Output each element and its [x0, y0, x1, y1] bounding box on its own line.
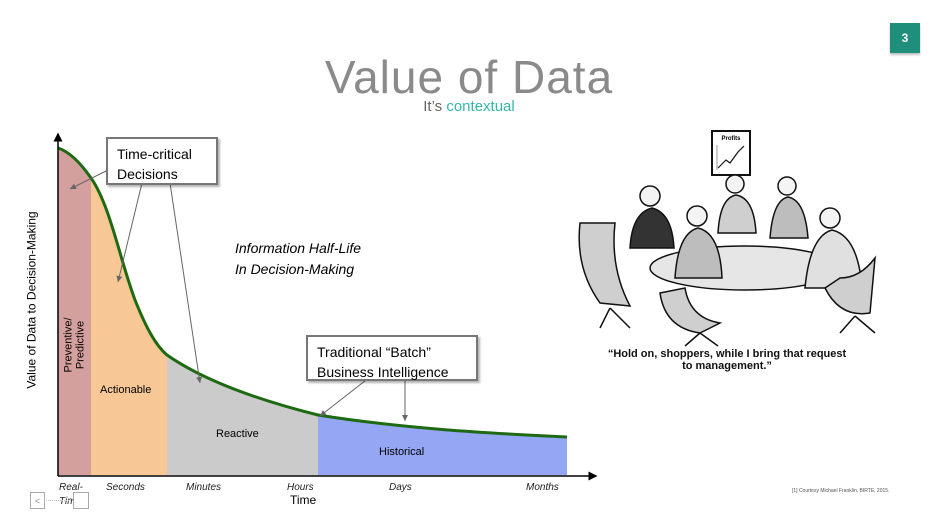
x-axis-label: Time [290, 493, 317, 507]
decay-curve [57, 146, 568, 439]
profits-sign: Profits [721, 136, 741, 142]
region-label-reactive: Reactive [216, 428, 259, 440]
tick-hours: Hours [287, 482, 314, 493]
footnote: [1] Courtesy Michael Franklin, BIRTE, 20… [792, 488, 890, 494]
region-label-preventive: Preventive/Predictive [63, 317, 87, 373]
next-slide-button[interactable] [73, 492, 89, 509]
tick-minutes: Minutes [186, 482, 222, 493]
slide-subtitle: It’s contextual [0, 98, 938, 115]
region-label-actionable: Actionable [100, 384, 152, 396]
region-preventive [58, 148, 91, 475]
subtitle-prefix: It’s [423, 98, 443, 115]
meeting-cartoon: Profits [578, 130, 876, 347]
callout-arrow [319, 376, 371, 417]
callout-arrow [169, 182, 203, 384]
page-number-badge: 3 [890, 23, 920, 53]
callout-batch-bi: Traditional “Batch”Business Intelligence [306, 335, 478, 381]
cartoon-caption: “Hold on, shoppers, while I bring that r… [607, 348, 847, 372]
y-axis-label: Value of Data to Decision-Making [25, 211, 40, 389]
tick-seconds: Seconds [106, 482, 145, 493]
callout-arrow [116, 182, 143, 283]
slide-title: Value of Data [324, 51, 614, 103]
tick-months: Months [526, 482, 559, 493]
region-actionable [91, 178, 167, 475]
slide-nav-track [44, 500, 73, 501]
tick-real-time: Real-Time [59, 482, 83, 507]
region-historical [318, 415, 567, 475]
previous-slide-button[interactable]: < [30, 492, 45, 509]
subtitle-accent: contextual [446, 98, 515, 115]
tick-days: Days [389, 482, 412, 493]
region-reactive [167, 355, 318, 475]
callout-arrow [69, 167, 113, 190]
region-label-historical: Historical [379, 446, 425, 458]
